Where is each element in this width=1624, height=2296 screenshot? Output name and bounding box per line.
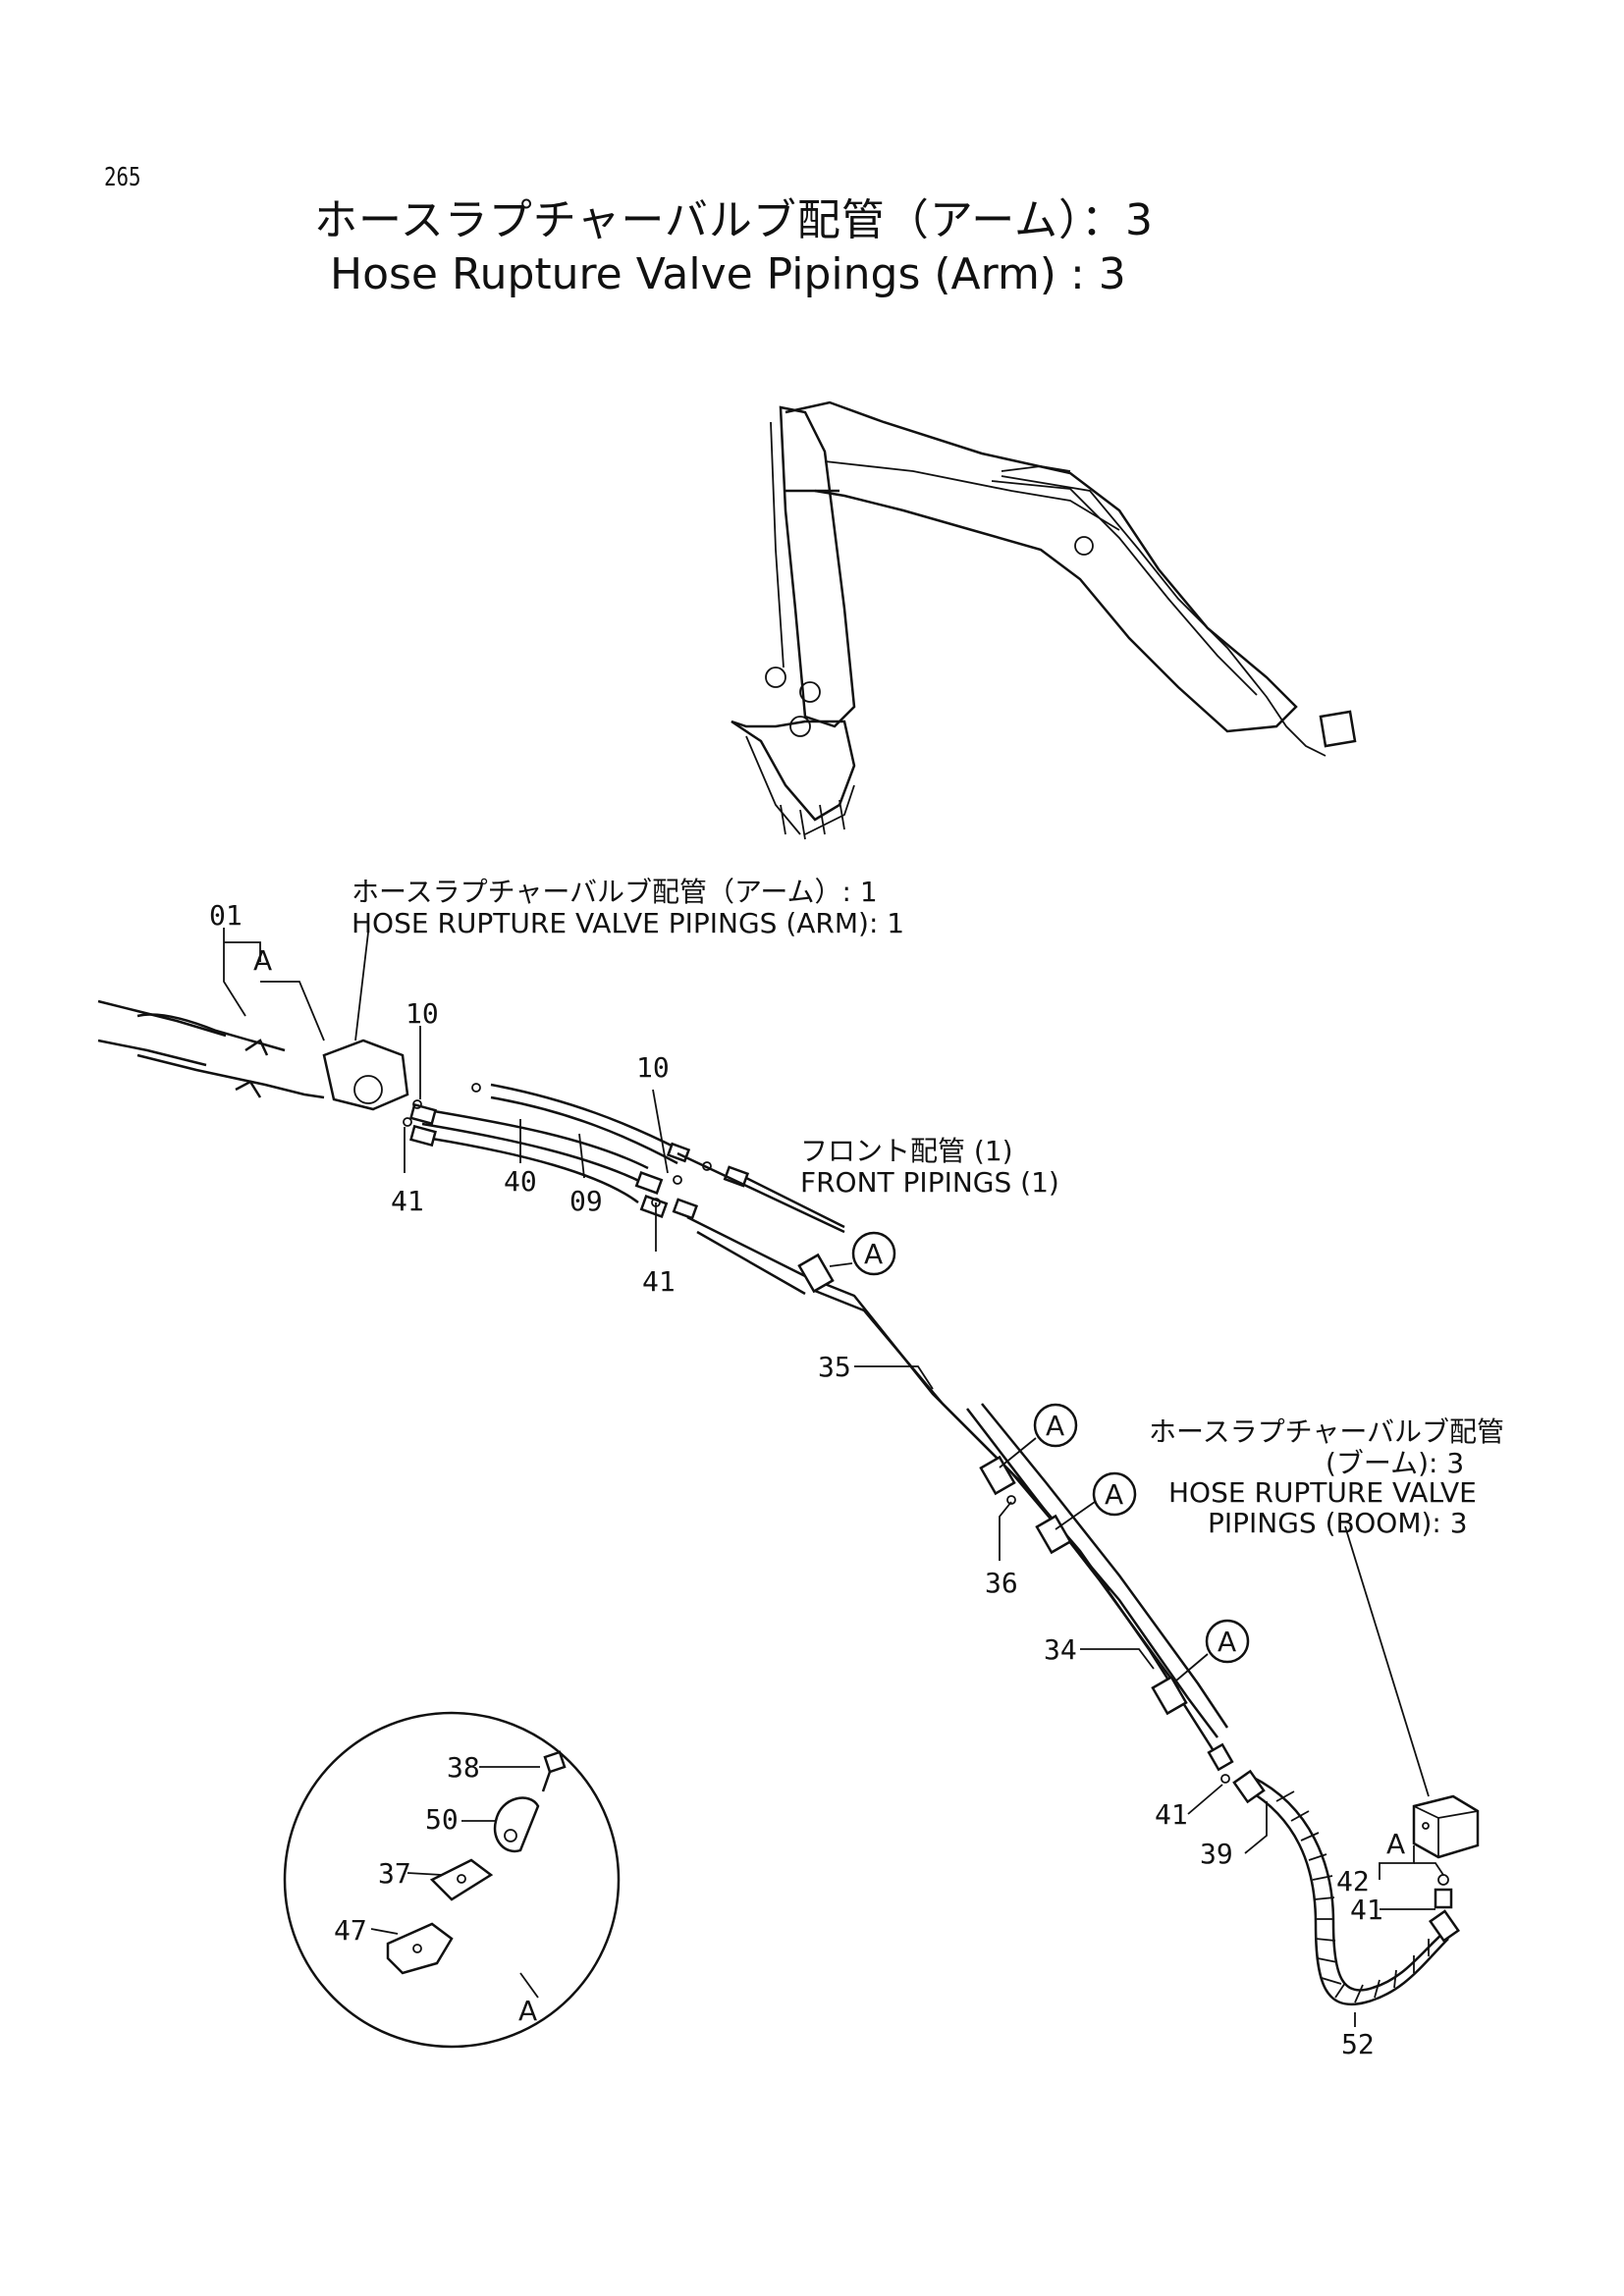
callout-41-lower: 41 xyxy=(1155,1798,1188,1831)
callout-50: 50 xyxy=(425,1803,459,1836)
detail-marker-a2: A xyxy=(1046,1410,1064,1442)
ref-front-jp: フロント配管 (1) xyxy=(800,1135,1013,1167)
detail-marker-a3: A xyxy=(1105,1478,1123,1511)
callout-35: 35 xyxy=(818,1351,851,1383)
ref-boom3-jp1: ホースラプチャーバルブ配管 xyxy=(1149,1415,1504,1448)
callout-39: 39 xyxy=(1200,1838,1233,1870)
callout-10-left: 10 xyxy=(406,997,439,1030)
detail-view-a xyxy=(283,1711,621,2049)
ref-boom3-en2: PIPINGS (BOOM): 3 xyxy=(1208,1507,1468,1539)
pipe-run xyxy=(797,1253,1480,2005)
callout-47: 47 xyxy=(334,1914,367,1947)
page-number: 265 xyxy=(104,163,141,192)
ref-boom3-jp2: (ブーム): 3 xyxy=(1326,1447,1464,1479)
detail-marker-a-top: A xyxy=(253,944,272,977)
leader-lines xyxy=(223,928,1444,2027)
detail-marker-a-detail: A xyxy=(518,1995,537,2027)
callout-09: 09 xyxy=(569,1185,603,1217)
ref-front-en: FRONT PIPINGS (1) xyxy=(800,1166,1059,1199)
reference-labels: ホースラプチャーバルブ配管（アーム）: 1 HOSE RUPTURE VALVE… xyxy=(352,876,1504,1539)
callout-01: 01 xyxy=(209,899,243,932)
callout-41-right: 41 xyxy=(1350,1894,1383,1926)
detail-marker-a-right: A xyxy=(1386,1828,1405,1860)
page-title-english: Hose Rupture Valve Pipings (Arm) : 3 xyxy=(330,249,1126,299)
callout-10-right: 10 xyxy=(636,1051,670,1084)
callout-40: 40 xyxy=(504,1165,537,1198)
excavator-front-illustration xyxy=(731,400,1357,840)
callout-41-mid: 41 xyxy=(642,1265,676,1298)
callout-34: 34 xyxy=(1044,1633,1077,1666)
detail-marker-a1: A xyxy=(864,1238,883,1270)
detail-marker-a4: A xyxy=(1218,1626,1236,1658)
arm-piping-assembly xyxy=(97,999,845,1296)
detail-markers: A A A A A A A xyxy=(253,944,1405,2027)
callout-41-left: 41 xyxy=(391,1185,424,1217)
callout-36: 36 xyxy=(985,1567,1018,1599)
ref-arm1-jp: ホースラプチャーバルブ配管（アーム）: 1 xyxy=(352,876,878,908)
ref-arm1-en: HOSE RUPTURE VALVE PIPINGS (ARM): 1 xyxy=(352,907,904,939)
callout-52: 52 xyxy=(1341,2028,1375,2060)
page-title-japanese: ホースラプチャーバルブ配管（アーム）：3 xyxy=(314,195,1154,245)
part-callouts: 01 10 10 41 40 09 41 35 36 34 41 39 42 4… xyxy=(209,899,1383,2060)
callout-38: 38 xyxy=(447,1751,480,1784)
callout-37: 37 xyxy=(378,1857,411,1890)
ref-boom3-en1: HOSE RUPTURE VALVE xyxy=(1168,1476,1477,1509)
callout-42: 42 xyxy=(1336,1865,1370,1897)
